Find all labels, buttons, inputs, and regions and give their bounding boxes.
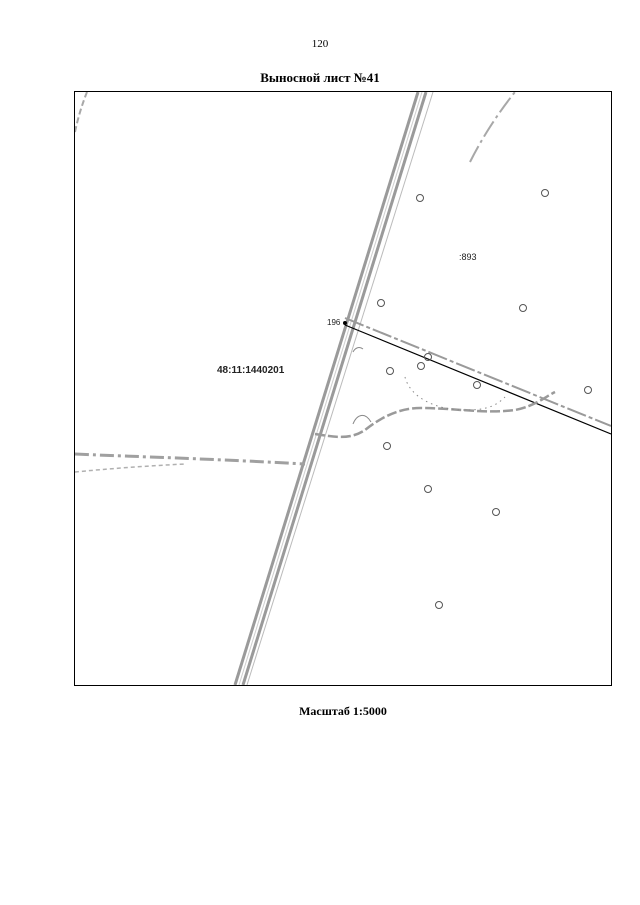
map-frame: 196 :893 48:11:1440201 [74,91,612,686]
small-hook-upper [352,347,364,353]
curved-road [314,390,556,439]
point-number-label: 196 [327,318,341,327]
contour-line-top-left [75,92,88,133]
parcel-label-adjacent: :893 [459,252,477,262]
page-number: 120 [311,38,329,50]
tree-icon [416,194,424,202]
tree-icon [584,386,592,394]
contour-line-top-right [469,92,516,163]
dashed-boundary-left-lower [75,463,186,473]
cadastral-map: 196 :893 48:11:1440201 [75,92,611,685]
tree-icon [435,601,443,609]
tree-symbols [377,189,592,609]
sheet-title: Выносной лист №41 [260,70,380,85]
boundary-point-196 [343,321,347,325]
tree-icon [473,381,481,389]
parcel-boundary [344,317,611,435]
scale-caption: Масштаб 1:5000 [299,704,387,718]
parcel-label-main: 48:11:1440201 [217,365,285,376]
tree-icon [541,189,549,197]
tree-icon [377,299,385,307]
tree-icon [492,508,500,516]
tree-icon [383,442,391,450]
tree-icon [386,367,394,375]
tree-icon [417,362,425,370]
tree-icon [424,353,432,361]
tree-icon [519,304,527,312]
road-corridor [233,92,434,685]
tree-icon [424,485,432,493]
dashed-boundary-left [75,452,306,466]
small-hook-lower [352,415,372,425]
dotted-curve [404,376,506,411]
